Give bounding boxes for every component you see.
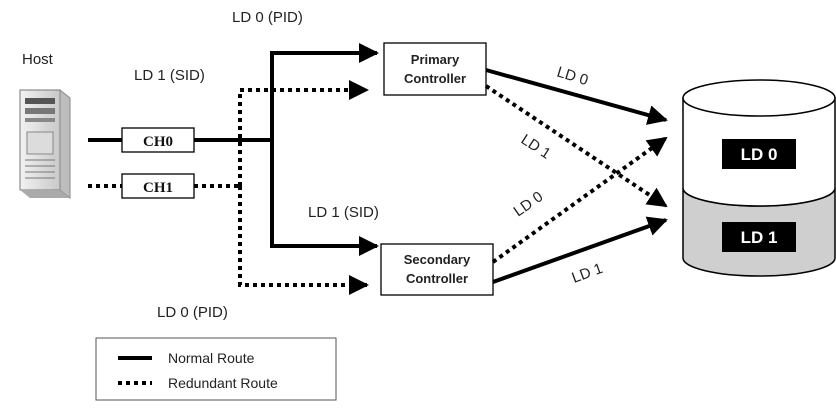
ch1-to-secondary-route bbox=[238, 186, 369, 295]
sec-ld0-route-label: LD 0 bbox=[511, 188, 547, 220]
pri-ld1-route-label: LD 1 bbox=[518, 131, 554, 163]
secondary-sid-label: LD 1 (SID) bbox=[308, 204, 379, 221]
primary-pid-label: LD 0 (PID) bbox=[232, 9, 303, 26]
sec-ld1-route-label: LD 1 bbox=[570, 260, 606, 287]
secondary-controller-line2: Controller bbox=[406, 271, 468, 286]
ch0-to-primary-route bbox=[270, 43, 379, 140]
secondary-to-ld1-route bbox=[492, 216, 668, 284]
secondary-to-ld0-route bbox=[491, 136, 668, 264]
secondary-pid-label: LD 0 (PID) bbox=[157, 304, 228, 321]
ch0-box bbox=[121, 127, 195, 153]
primary-controller-box bbox=[383, 42, 487, 96]
pri-ld0-route-label: LD 0 bbox=[555, 64, 590, 90]
primary-to-ld1-route bbox=[484, 84, 668, 208]
primary-controller-line1: Primary bbox=[411, 52, 460, 67]
ch1-label: CH1 bbox=[143, 180, 173, 196]
ld1-tag bbox=[722, 222, 796, 252]
ch0-label: CH0 bbox=[143, 134, 173, 150]
legend-redundant-label: Redundant Route bbox=[168, 375, 278, 391]
ch1-box bbox=[121, 173, 195, 199]
host-label: Host bbox=[22, 51, 54, 68]
primary-sid-label: LD 1 (SID) bbox=[134, 67, 205, 84]
server-icon bbox=[19, 88, 71, 200]
legend-normal-label: Normal Route bbox=[168, 350, 255, 366]
ch0-to-secondary-route bbox=[270, 140, 379, 256]
ld0-tag bbox=[722, 139, 796, 169]
ld0-tag-label: LD 0 bbox=[741, 145, 778, 164]
primary-to-ld0-route bbox=[485, 68, 668, 125]
ch1-to-primary-route bbox=[238, 80, 369, 186]
secondary-controller-box bbox=[380, 243, 494, 296]
secondary-controller-line1: Secondary bbox=[404, 252, 471, 267]
ld1-tag-label: LD 1 bbox=[741, 228, 778, 247]
primary-controller-line2: Controller bbox=[404, 71, 466, 86]
legend-box bbox=[95, 337, 337, 401]
